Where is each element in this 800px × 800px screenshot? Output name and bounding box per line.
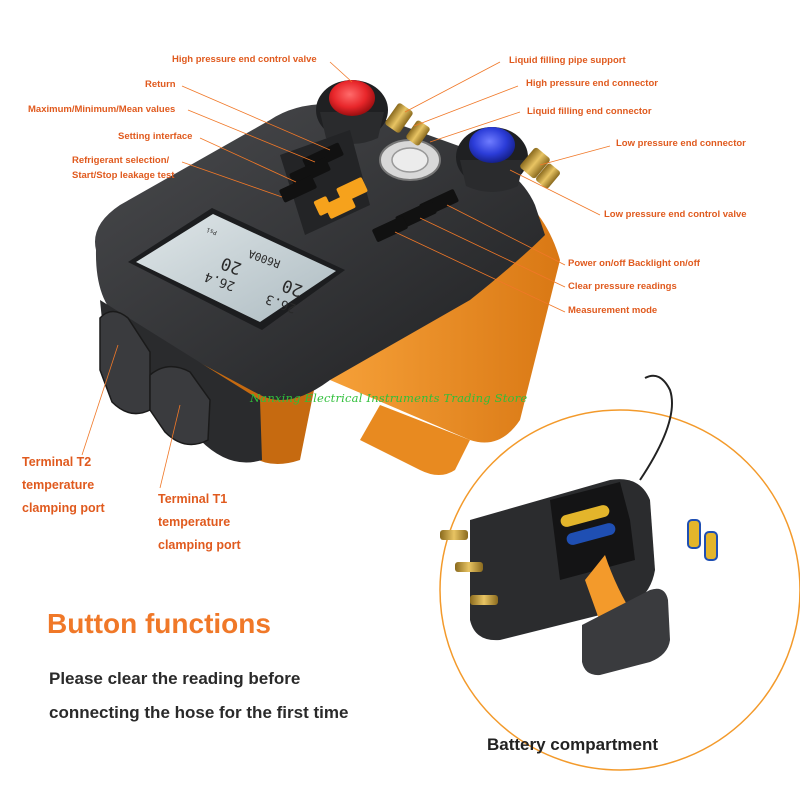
callout-lines (81, 61, 611, 489)
callout-refrigerant-selection-1: Refrigerant selection/ (72, 155, 170, 166)
high-pressure-knob (316, 80, 388, 144)
callout-low-pressure-control-valve: Low pressure end control valve (604, 209, 747, 220)
callout-measurement-mode: Measurement mode (568, 305, 658, 316)
callout-return: Return (145, 79, 176, 90)
callout-power-backlight: Power on/off Backlight on/off (568, 258, 700, 269)
terminal-t1-line1: Terminal T1 (158, 492, 228, 506)
device-body (95, 104, 545, 400)
terminal-t2-line3: clamping port (22, 501, 105, 515)
low-pressure-knob (456, 127, 528, 192)
callout-high-pressure-connector: High pressure end connector (526, 78, 658, 89)
callout-clear-pressure: Clear pressure readings (568, 281, 677, 292)
note-line-2: connecting the hose for the first time (49, 703, 349, 722)
battery-compartment-title: Battery compartment (487, 735, 658, 754)
spare-batteries (687, 519, 718, 561)
callout-refrigerant-selection-2: Start/Stop leakage test (72, 170, 175, 181)
terminal-t1-line2: temperature (158, 515, 231, 529)
brass-fittings (440, 530, 498, 605)
keypad (279, 142, 459, 242)
battery-cover (582, 588, 670, 676)
callout-liquid-filling-connector: Liquid filling end connector (527, 106, 652, 117)
callout-liquid-pipe-support: Liquid filling pipe support (509, 55, 626, 66)
callout-low-pressure-connector: Low pressure end connector (616, 138, 746, 149)
store-watermark: Nanxing Electrical Instruments Trading S… (250, 391, 528, 405)
terminal-t2-line2: temperature (22, 478, 95, 492)
callout-max-min-mean: Maximum/Minimum/Mean values (28, 104, 176, 115)
note-line-1: Please clear the reading before (49, 669, 301, 688)
terminal-t2-line1: Terminal T2 (22, 455, 92, 469)
lcd-screen (128, 208, 345, 330)
callout-high-pressure-control-valve: High pressure end control valve (172, 54, 317, 65)
terminal-t1-line3: clamping port (158, 538, 241, 552)
sight-glass (379, 139, 441, 181)
terminal-t1-label: Terminal T1 temperature clamping port (158, 488, 241, 557)
terminal-t2-label: Terminal T2 temperature clamping port (22, 451, 105, 520)
battery-inset (439, 374, 800, 771)
button-functions-heading: Button functions (47, 608, 271, 639)
battery-in-compartment (560, 505, 616, 545)
callout-setting-interface: Setting interface (118, 131, 193, 142)
brass-connectors (385, 103, 560, 189)
